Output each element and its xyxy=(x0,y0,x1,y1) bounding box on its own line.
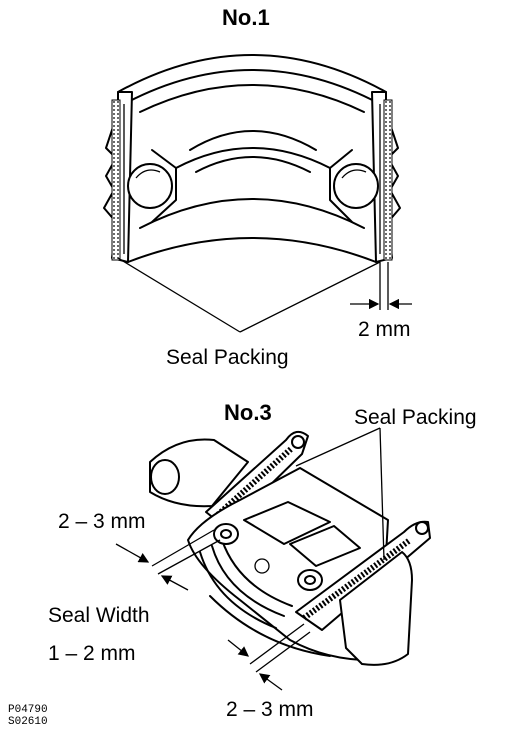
figure-code-1: P04790 xyxy=(8,704,48,716)
figure-code-2: S02610 xyxy=(8,716,48,728)
no3-gap-label-upper: 2 – 3 mm xyxy=(58,510,146,533)
no3-assembly xyxy=(149,430,431,666)
no1-title: No.1 xyxy=(222,5,270,30)
no1-leader-lines xyxy=(117,257,412,333)
no3-leader-lines xyxy=(115,427,385,691)
no3-seal-width-value: 1 – 2 mm xyxy=(48,642,136,665)
no1-seal-packing-label: Seal Packing xyxy=(166,346,289,369)
no1-assembly xyxy=(103,54,401,263)
no3-gap-label-lower: 2 – 3 mm xyxy=(226,698,314,721)
no3-seal-width-label: Seal Width xyxy=(48,604,150,627)
no3-seal-packing-label: Seal Packing xyxy=(354,406,477,429)
no1-gap-label: 2 mm xyxy=(358,318,411,341)
no3-title: No.3 xyxy=(224,400,272,425)
